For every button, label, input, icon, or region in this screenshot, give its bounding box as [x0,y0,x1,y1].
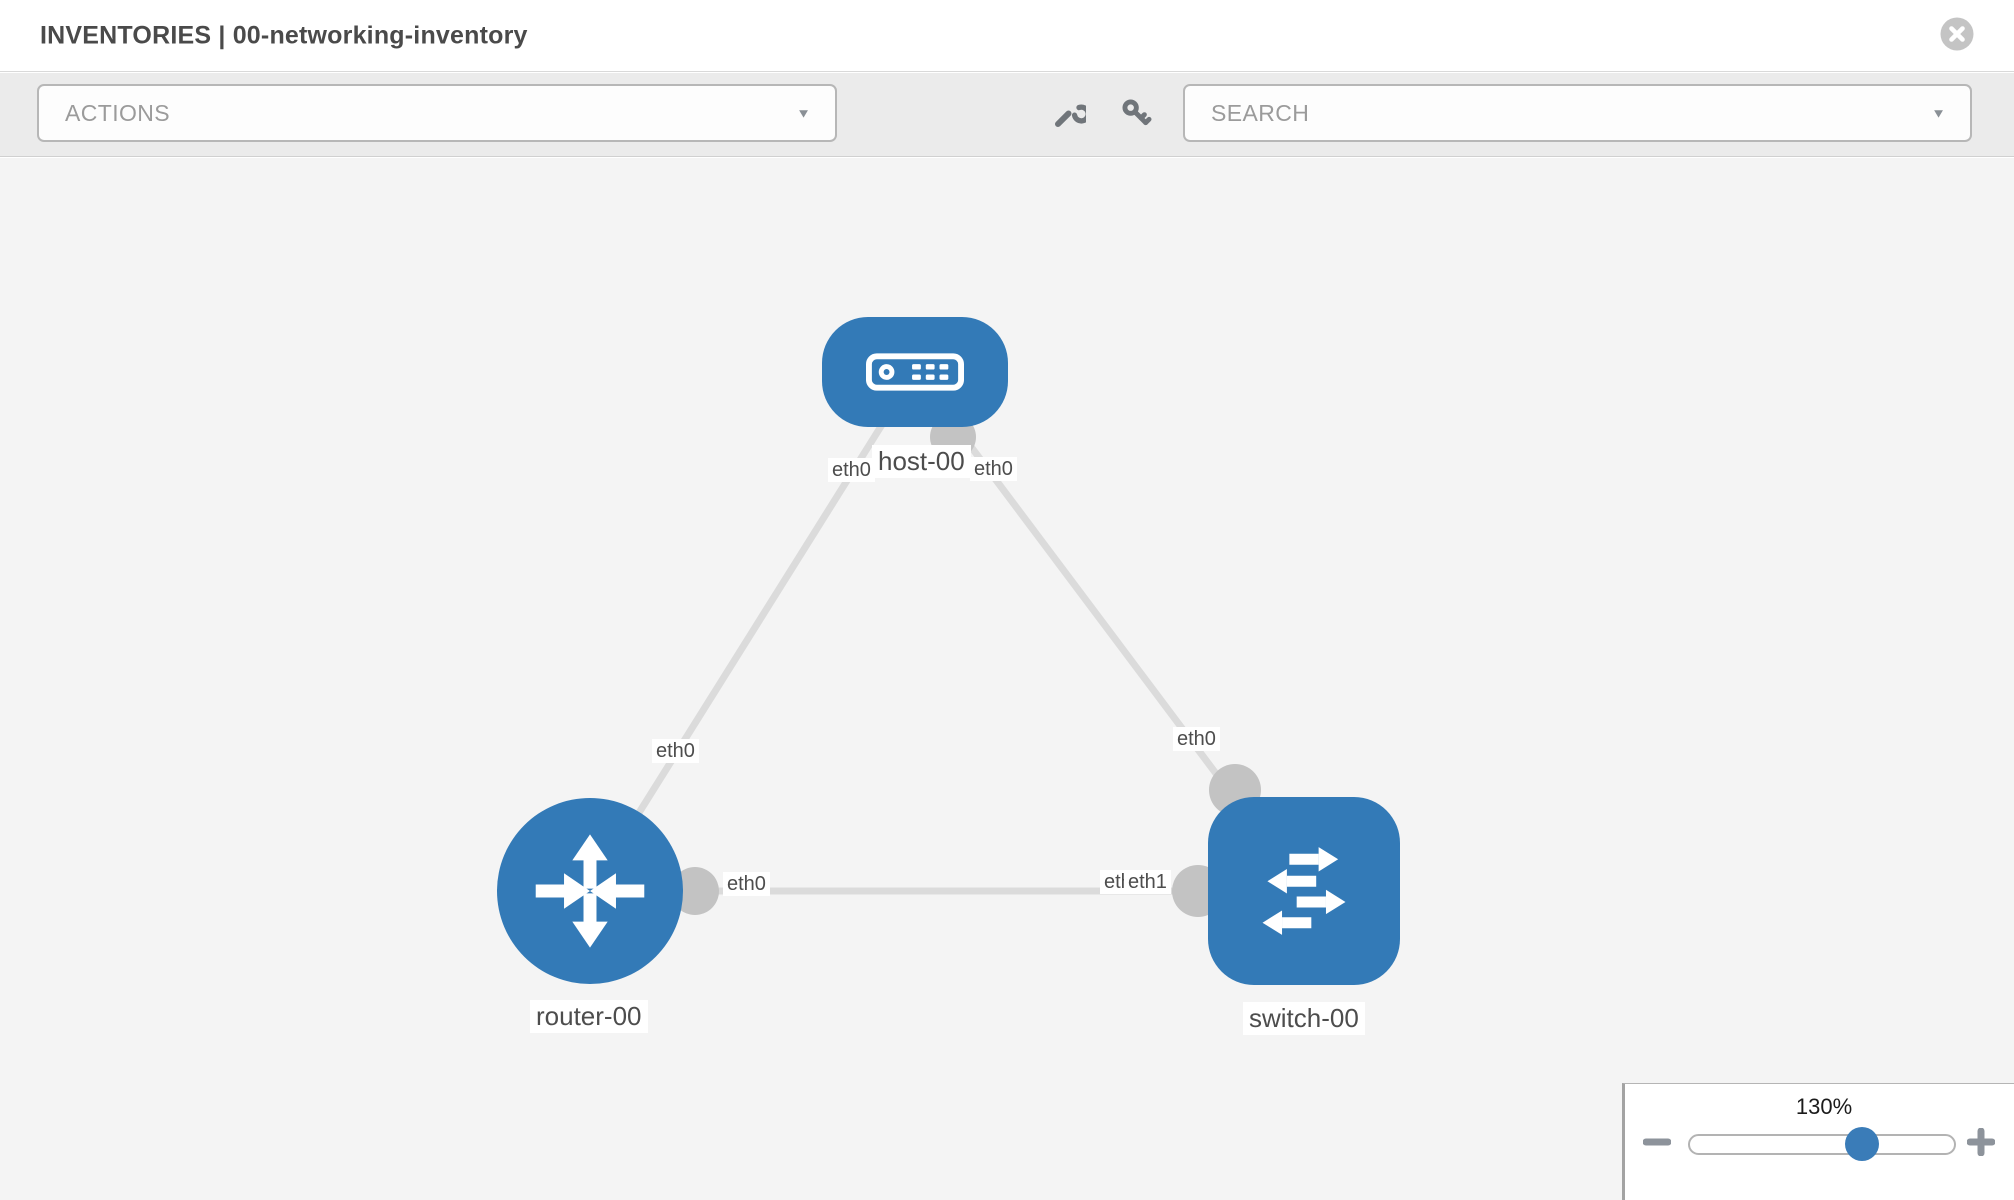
node-label-router-00: router-00 [530,1000,648,1033]
iface-label-host-eth0-right: eth0 [970,457,1017,481]
breadcrumb-header: INVENTORIES | 00-networking-inventory [0,0,2014,72]
router-arrows-icon [535,834,645,948]
node-label-switch-00: switch-00 [1243,1002,1365,1035]
actions-dropdown-label: ACTIONS [65,99,171,126]
iface-label-router-eth0: eth0 [723,872,770,896]
port-router-eth0 [671,867,719,915]
iface-label-router-link-eth0: eth0 [652,739,699,763]
node-switch-00[interactable] [1208,797,1400,985]
node-host-00[interactable] [822,317,1008,427]
close-button[interactable] [1940,17,1974,51]
key-button[interactable] [1119,96,1155,132]
plus-icon [1966,1127,1996,1157]
node-label-host-00: host-00 [872,445,971,478]
minus-icon [1642,1138,1672,1146]
toolbar: ACTIONS ▼ SEARCH ▼ [0,73,2014,157]
server-icon [866,353,964,391]
zoom-panel: 130% [1622,1083,2014,1200]
configure-button[interactable] [1050,96,1091,132]
key-icon [1122,99,1152,126]
iface-label-switch-top-eth0: eth0 [1173,727,1220,751]
zoom-slider-thumb[interactable] [1845,1127,1879,1161]
chevron-down-icon: ▼ [1931,105,1946,121]
wrench-icon [1054,104,1091,128]
close-icon [1940,17,1974,51]
page-title: INVENTORIES | 00-networking-inventory [40,21,528,49]
zoom-slider-track[interactable] [1688,1134,1956,1155]
topology-canvas[interactable]: host-00 router-00 switch-00 eth0 eth0 et… [0,158,2014,1200]
chevron-down-icon: ▼ [796,105,811,121]
iface-label-host-eth0-left: eth0 [828,458,875,482]
search-placeholder: SEARCH [1211,99,1310,126]
iface-label-switch-eth1: eth1 [1124,870,1171,894]
search-dropdown[interactable]: SEARCH ▼ [1183,84,1972,142]
zoom-in-button[interactable] [1966,1127,1996,1157]
node-router-00[interactable] [497,798,683,984]
topology-edges [587,369,1307,917]
zoom-out-button[interactable] [1642,1128,1672,1156]
zoom-level-text: 130% [1795,1094,1853,1119]
actions-dropdown[interactable]: ACTIONS ▼ [37,84,837,142]
switch-arrows-icon [1262,847,1346,935]
